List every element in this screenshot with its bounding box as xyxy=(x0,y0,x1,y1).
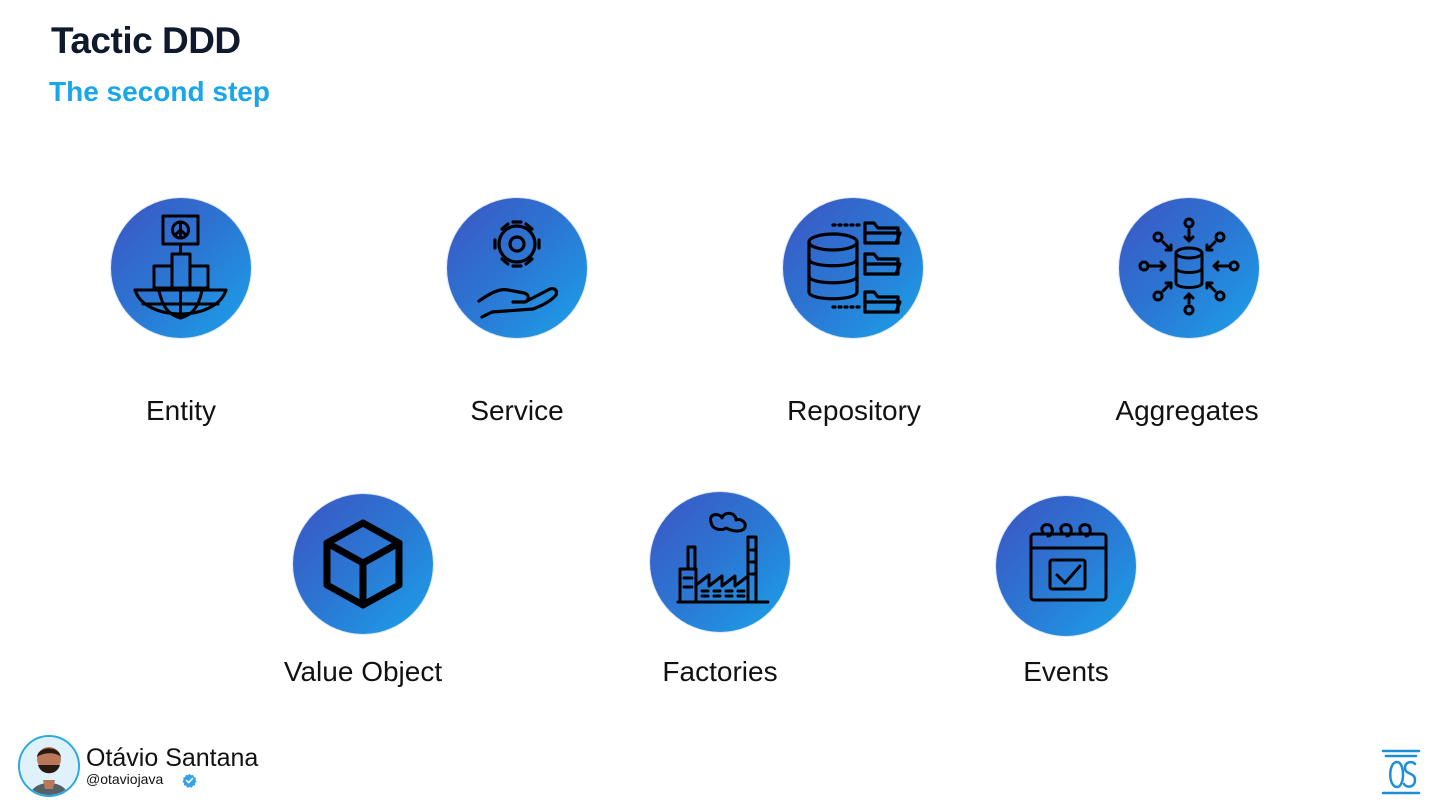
slide-title: Tactic DDD xyxy=(51,20,241,61)
factory-icon xyxy=(676,511,770,604)
calendar-check-icon xyxy=(1029,523,1108,602)
cube-icon xyxy=(323,519,403,609)
aggregates-circle xyxy=(1119,198,1259,338)
value-object-label: Value Object xyxy=(283,656,443,687)
entity-label: Entity xyxy=(145,395,217,426)
person-avatar-icon xyxy=(20,737,78,795)
value-object-circle xyxy=(293,494,433,634)
repository-circle xyxy=(783,198,923,338)
author-name: Otávio Santana xyxy=(86,744,259,772)
events-circle xyxy=(996,496,1136,636)
factories-label: Factories xyxy=(662,656,778,687)
entity-circle xyxy=(111,198,251,338)
factories-circle xyxy=(650,492,790,632)
author-block: Otávio Santana @otaviojava xyxy=(18,735,288,797)
author-handle: @otaviojava xyxy=(86,771,164,787)
author-avatar xyxy=(18,735,80,797)
globe-city-peace-icon xyxy=(133,214,228,320)
gear-in-hand-icon xyxy=(477,220,559,319)
brand-logo-icon xyxy=(1381,749,1421,795)
verified-badge-icon xyxy=(182,773,197,788)
slide-subtitle: The second step xyxy=(49,76,270,107)
repository-label: Repository xyxy=(787,395,921,426)
events-label: Events xyxy=(1023,656,1109,687)
database-connections-icon xyxy=(1138,217,1240,316)
service-circle xyxy=(447,198,587,338)
database-folders-icon xyxy=(807,221,902,314)
aggregates-label: Aggregates xyxy=(1115,395,1259,426)
service-label: Service xyxy=(470,395,564,426)
